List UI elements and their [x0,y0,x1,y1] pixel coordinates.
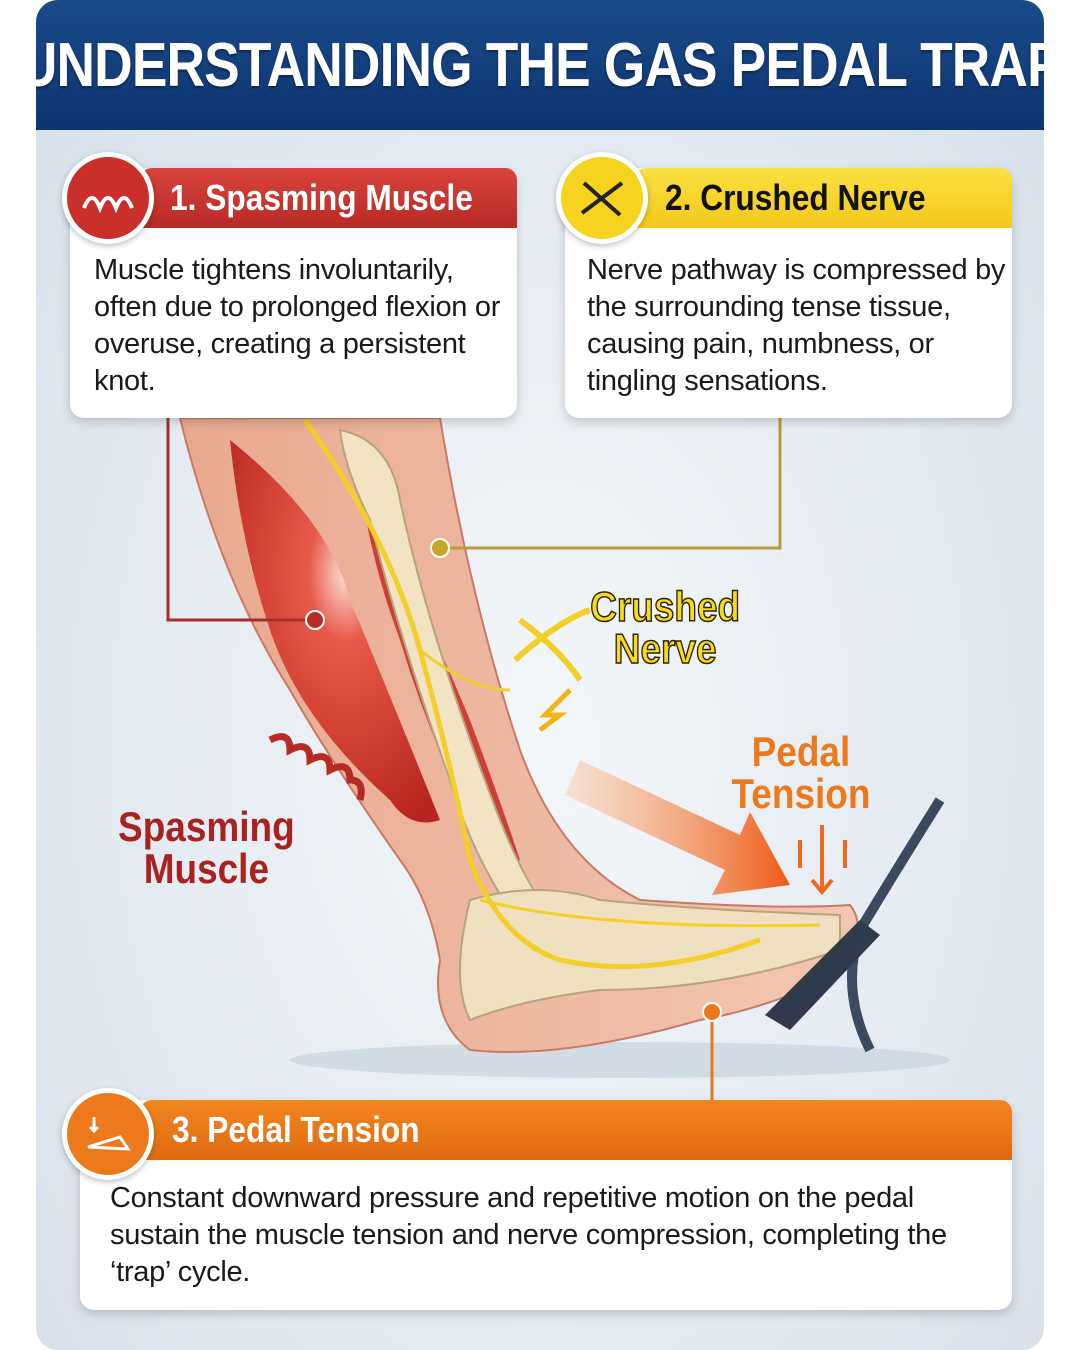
spasm-coil-icon [268,733,365,801]
card-text: Muscle tightens involuntarily, often due… [94,254,501,397]
card-spasming-muscle: 1. Spasming Muscle Muscle tightens invol… [70,168,517,418]
header: UNDERSTANDING THE GAS PEDAL TRAP [36,0,1044,130]
shadow [290,1042,950,1078]
nerve-connector [440,418,782,550]
leg-skin [178,417,859,1053]
down-arrows-icon [798,825,847,896]
card-text: Nerve pathway is compressed by the surro… [587,254,1006,397]
foot-bones [459,889,841,1022]
card-crushed-nerve: 2. Crushed Nerve Nerve pathway is compre… [565,168,1012,418]
page-title: UNDERSTANDING THE GAS PEDAL TRAP [36,30,1044,100]
nerve-icon [556,152,648,244]
card-heading: 1. Spasming Muscle [170,177,473,218]
muscle-fiber-icon [62,152,154,244]
foot-pedal-icon [62,1088,154,1180]
calf-muscle [230,440,440,823]
nerve-crush-icon [513,607,591,682]
card-heading: 2. Crushed Nerve [665,177,926,218]
card-heading: 3. Pedal Tension [172,1109,420,1150]
pressure-arrow [565,760,790,895]
nerve [302,418,761,970]
lightning-icon [538,688,572,732]
card-text: Constant downward pressure and repetitiv… [110,1182,947,1288]
nerve-branch [419,648,821,928]
card-pedal-tension: 3. Pedal Tension Constant downward press… [80,1100,1012,1310]
muscle-connector [166,418,315,622]
pedal-pad [765,920,880,1030]
